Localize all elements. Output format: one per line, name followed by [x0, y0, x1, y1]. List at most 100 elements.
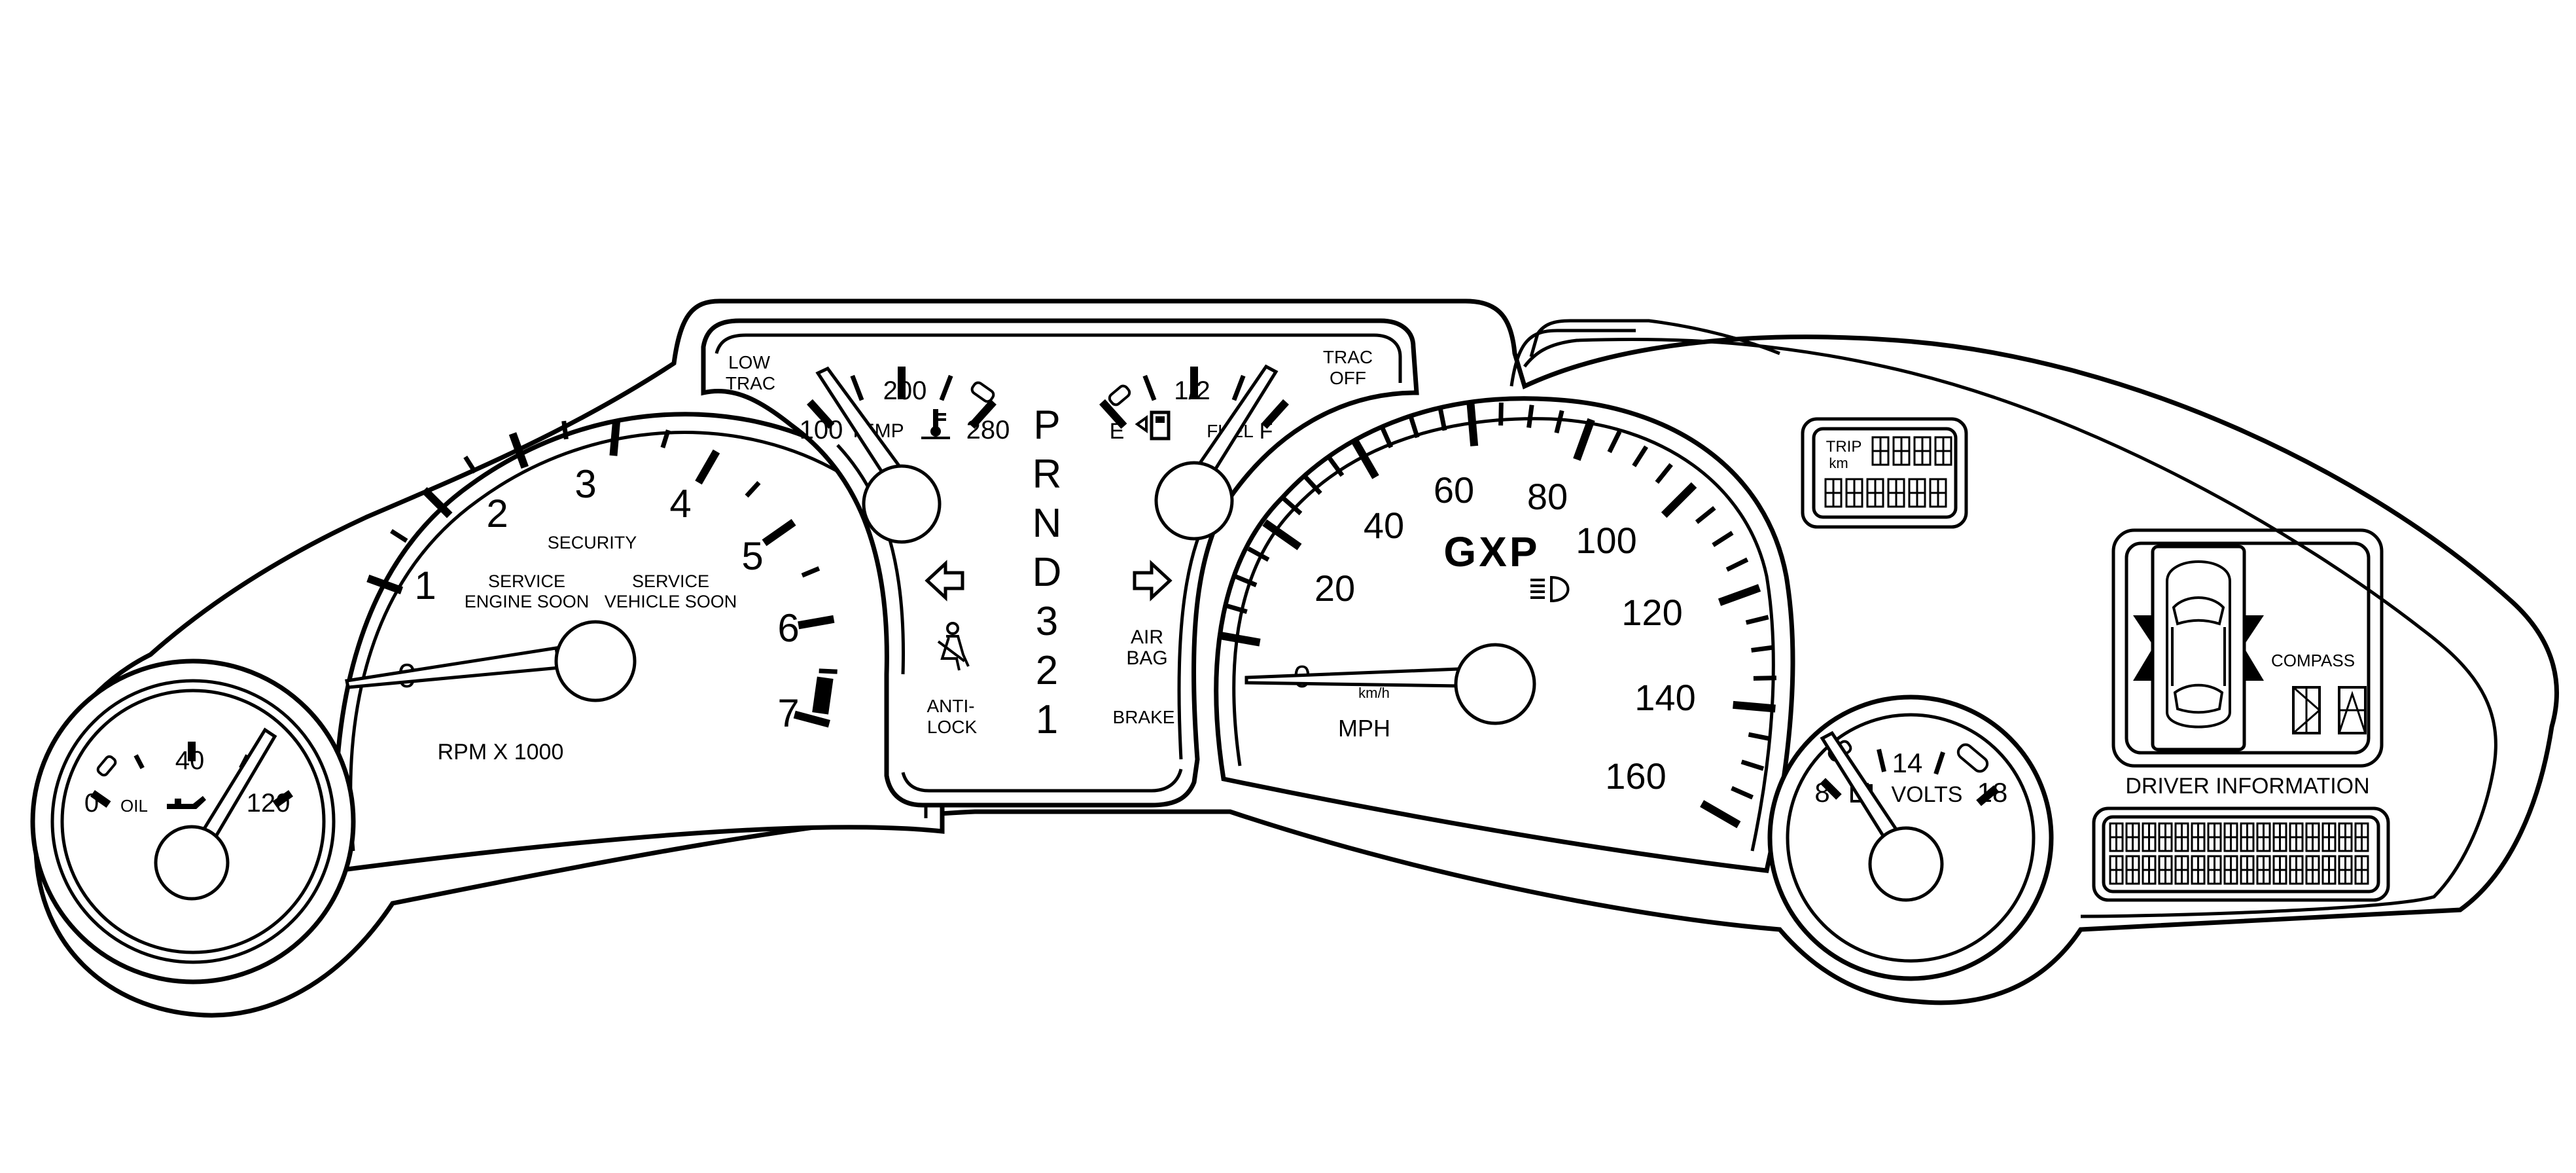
- oil-low-indicator: [96, 755, 117, 777]
- speedo-label-80: 80: [1527, 476, 1568, 517]
- lcd-digit: [1824, 478, 1843, 508]
- gauge-tick: [1247, 547, 1270, 562]
- lcd-digit: [2321, 855, 2337, 885]
- lcd-digit: [2256, 855, 2271, 885]
- gauge-tick: [1142, 374, 1157, 401]
- seatbelt-icon: [937, 622, 970, 671]
- prndl-1: 1: [1036, 697, 1058, 742]
- kmh-label: km/h: [1358, 685, 1390, 701]
- gauge-tick: [1740, 759, 1765, 771]
- tach-label-1: 1: [414, 564, 436, 607]
- oil-hub: [154, 825, 230, 901]
- speedometer-ticks: [1217, 403, 1776, 829]
- gauge-tick: [819, 668, 838, 674]
- gauge-tick: [1607, 430, 1622, 454]
- redline-marker: [812, 676, 834, 715]
- gauge-tick: [1820, 778, 1842, 800]
- service-vehicle-line1: SERVICE: [632, 571, 709, 591]
- fuel-low-indicator: [1108, 384, 1131, 406]
- lcd-digit: [2125, 855, 2140, 885]
- gauge-tick: [1282, 496, 1303, 516]
- compass-label: COMPASS: [2271, 651, 2355, 670]
- temp-hub: [862, 464, 942, 544]
- oil-can-icon: [167, 796, 206, 809]
- temp-hot-indicator: [970, 381, 995, 403]
- gauge-tick: [798, 615, 835, 630]
- fuel-label-f: F: [1260, 419, 1273, 444]
- lcd-digit: [1934, 436, 1952, 466]
- gauge-tick: [660, 429, 671, 448]
- prndl-p: P: [1033, 403, 1060, 448]
- air-bag-line1: AIR: [1131, 626, 1163, 648]
- speedo-label-100: 100: [1576, 520, 1636, 561]
- gauge-tick: [1976, 785, 1999, 806]
- gauge-tick: [1751, 645, 1774, 653]
- gauge-tick: [508, 432, 529, 469]
- rpm-unit-label: RPM X 1000: [438, 740, 564, 765]
- gauge-tick: [745, 480, 761, 498]
- speedo-hub: [1454, 643, 1536, 725]
- gauge-tick: [1526, 405, 1534, 428]
- lcd-digit: [2191, 822, 2206, 852]
- temp-gauge-ticks: [807, 367, 997, 429]
- trac-off-line2: OFF: [1330, 368, 1366, 388]
- tach-label-6: 6: [777, 606, 799, 650]
- gauge-tick: [850, 374, 864, 401]
- gauge-tick: [366, 574, 404, 594]
- gauge-tick: [1379, 425, 1394, 448]
- prndl-d: D: [1032, 550, 1062, 595]
- lcd-digit: [1913, 436, 1932, 466]
- volts-label-18: 18: [1977, 777, 2008, 808]
- gauge-tick: [1438, 407, 1447, 431]
- gauge-tick: [1748, 732, 1772, 742]
- lcd-digit: [2207, 822, 2222, 852]
- gauge-tick: [968, 399, 997, 429]
- service-engine-line2: ENGINE SOON: [465, 592, 590, 611]
- gauge-tick: [1731, 785, 1754, 800]
- lcd-digit: [2109, 822, 2124, 852]
- gauge-tick: [1933, 751, 1945, 775]
- gauge-tick: [1753, 676, 1776, 681]
- driver-information-label: DRIVER INFORMATION: [2125, 774, 2369, 799]
- lcd-digit: [2174, 855, 2189, 885]
- gauge-tick: [1712, 531, 1734, 547]
- mph-unit-label: MPH: [1338, 715, 1390, 742]
- security-label: SECURITY: [548, 533, 637, 552]
- lcd-digit: [1887, 478, 1905, 508]
- gauge-tick: [1695, 506, 1716, 524]
- lcd-digit: [2223, 855, 2238, 885]
- gauge-tick: [1498, 403, 1504, 426]
- lcd-digit: [2109, 855, 2124, 885]
- gauge-tick: [1231, 374, 1246, 401]
- gauge-tick: [1261, 399, 1289, 429]
- headlamp-icon: [1530, 575, 1570, 603]
- tach-label-5: 5: [741, 534, 763, 578]
- fuel-label-e: E: [1110, 419, 1125, 444]
- gauge-tick: [1466, 403, 1479, 446]
- volts-label-14: 14: [1892, 748, 1923, 778]
- coolant-temp-icon: [921, 409, 950, 439]
- speedo-label-20: 20: [1314, 568, 1355, 609]
- lcd-digit: [2272, 822, 2287, 852]
- lcd-digit: [2338, 855, 2353, 885]
- tach-label-2: 2: [486, 492, 508, 535]
- oil-unit-label: OIL: [120, 796, 148, 816]
- gauge-tick: [1099, 399, 1127, 429]
- air-bag-line2: BAG: [1126, 647, 1167, 669]
- anti-lock-line1: ANTI-: [926, 696, 974, 716]
- lcd-digit: [2142, 822, 2157, 852]
- volts-gauge: 8 14 18 VOLTS: [1767, 695, 2054, 981]
- tach-hub: [554, 620, 637, 702]
- lcd-digit: [2305, 855, 2320, 885]
- driver-info-panel: TRIP km COMPASS DRIVER INFORMATION: [1801, 417, 2390, 902]
- km-label: km: [1829, 455, 1848, 471]
- service-engine-line1: SERVICE: [488, 571, 565, 591]
- lcd-digit: [2158, 822, 2173, 852]
- model-badge: GXP: [1443, 528, 1540, 575]
- message-center-display: [2092, 806, 2390, 902]
- speedo-label-120: 120: [1621, 592, 1682, 633]
- gauge-tick: [90, 789, 111, 808]
- compass-display: [2292, 686, 2367, 734]
- volts-unit-label: VOLTS: [1892, 782, 1963, 807]
